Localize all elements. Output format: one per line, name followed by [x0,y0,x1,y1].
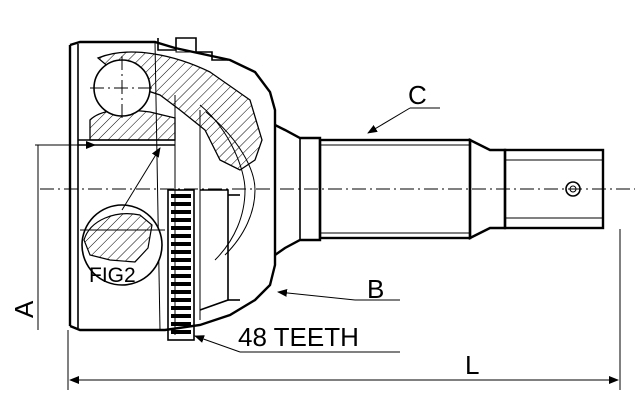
leader-teeth [194,335,241,353]
leader-fig2 [121,147,161,211]
outer-housing [68,37,277,332]
abs-teeth [171,194,191,334]
abs-tooth [171,298,191,302]
abs-tooth [171,282,191,286]
abs-tooth [171,306,191,310]
fig2-detail [80,204,165,286]
abs-tone-ring [167,189,195,341]
internal-lines [78,95,256,335]
abs-tooth [171,258,191,262]
label-teeth: 48 TEETH [238,322,359,352]
abs-tooth [171,234,191,238]
abs-tooth [171,250,191,254]
abs-tooth [171,226,191,230]
abs-tooth [171,194,191,198]
abs-tooth [171,266,191,270]
leader-b [277,288,356,301]
abs-tooth [171,290,191,294]
label-b: B [367,274,384,304]
label-fig2: FIG2 [89,264,136,287]
abs-tooth [171,274,191,278]
abs-tooth [171,202,191,206]
abs-tooth [171,218,191,222]
dimension-l [67,229,621,390]
leader-c [367,107,411,134]
boot [199,189,240,311]
ball-top [90,56,156,120]
dimension-a [35,141,96,330]
abs-tooth [171,322,191,326]
label-a: A [9,300,39,318]
abs-tooth [171,314,191,318]
label-c: C [408,80,427,110]
abs-tooth [171,210,191,214]
label-l: L [465,350,479,380]
stub-shaft [274,123,605,256]
abs-tooth [171,330,191,334]
abs-tooth [171,242,191,246]
